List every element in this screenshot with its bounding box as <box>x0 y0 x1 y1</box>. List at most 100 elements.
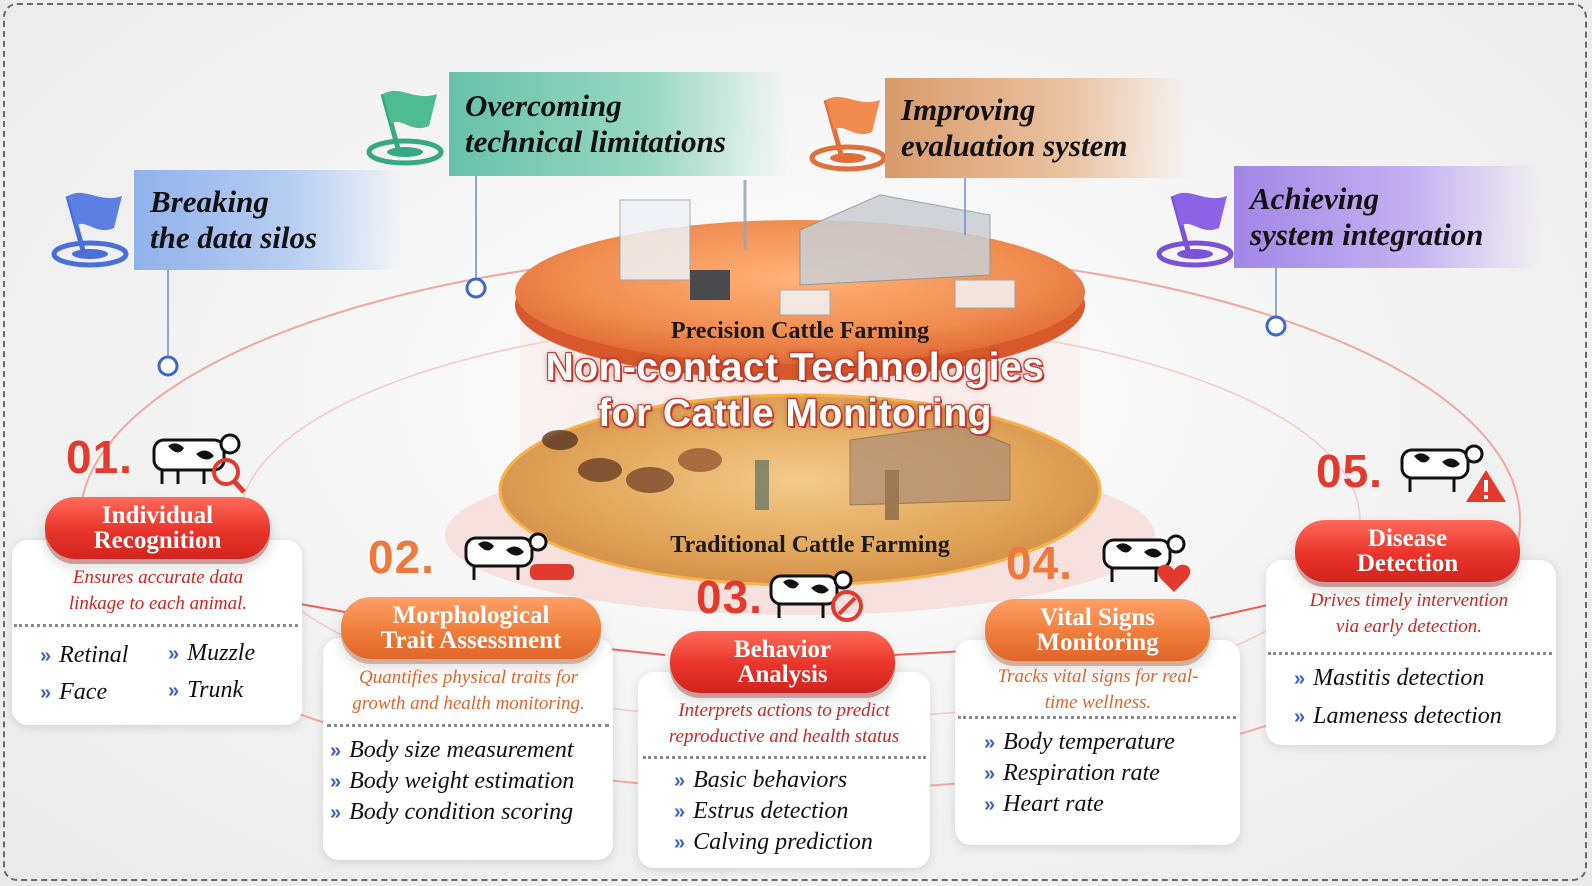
feature-item: »Mastitis detection <box>1294 665 1484 692</box>
category-number: 03. <box>696 571 763 623</box>
challenge-line: the data silos <box>150 220 318 255</box>
category-number: 05. <box>1316 445 1383 497</box>
traditional-farming-label: Traditional Cattle Farming <box>670 532 950 558</box>
challenge-line: Achieving <box>1250 181 1380 216</box>
description-line: reproductive and health status <box>668 726 900 747</box>
pill-line: Morphological <box>392 602 550 629</box>
card-link-4-5 <box>1209 604 1269 619</box>
feature-label: Body condition scoring <box>349 799 574 825</box>
center-title: Non-contact Technologies for Cattle Moni… <box>470 345 1120 437</box>
category-pill-vital-signs: Vital Signs Monitoring <box>985 599 1210 661</box>
precision-farm-buildings <box>619 180 1016 316</box>
challenge-line: evaluation system <box>901 128 1128 163</box>
feature-label: Body weight estimation <box>349 768 575 794</box>
challenge-banner-data-silos: Breaking the data silos <box>134 170 404 270</box>
category-number: 02. <box>368 531 435 583</box>
description-line: Interprets actions to predict <box>678 700 890 721</box>
category-card-vital-signs <box>955 640 1240 845</box>
feature-item: » Retinal <box>40 642 128 669</box>
connector-node-2 <box>465 277 487 299</box>
chevron-right-icon: » <box>330 740 342 762</box>
feature-item: » Heart rate <box>984 791 1104 818</box>
flag-icon-4 <box>1156 192 1234 268</box>
description-line: Ensures accurate data <box>72 567 244 588</box>
divider <box>327 724 609 727</box>
precision-farming-label: Precision Cattle Farming <box>670 318 930 344</box>
description-line: time wellness. <box>1044 692 1152 713</box>
challenge-banner-technical-limitations: Overcoming technical limitations <box>449 72 789 176</box>
chevron-right-icon: » <box>674 801 686 823</box>
category-number: 04. <box>1006 537 1073 589</box>
challenge-line: Breaking <box>150 184 269 219</box>
category-description: Quantifies physical traits for growth an… <box>326 665 611 717</box>
description-line: growth and health monitoring. <box>352 693 585 714</box>
chevron-right-icon: » <box>674 770 686 792</box>
pill-line: Vital Signs <box>1039 604 1156 631</box>
feature-item: » Body temperature <box>984 729 1175 756</box>
flag-icon-1 <box>51 192 129 268</box>
category-description: Tracks vital signs for real- time wellne… <box>958 664 1238 716</box>
category-description: Drives timely intervention via early det… <box>1268 588 1550 640</box>
feature-label: Muzzle <box>187 640 256 666</box>
feature-label: Estrus detection <box>693 798 849 824</box>
chevron-right-icon: » <box>330 771 342 793</box>
chevron-right-icon: » <box>674 832 686 854</box>
feature-item: » Body weight estimation <box>330 768 574 795</box>
challenge-line: technical limitations <box>465 124 726 159</box>
pill-line: Trait Assessment <box>380 627 562 654</box>
description-line: Drives timely intervention <box>1309 590 1509 611</box>
category-pill-morphological-trait: Morphological Trait Assessment <box>341 597 601 659</box>
feature-item: »Body size measurement <box>330 737 574 764</box>
category-card-individual-recognition <box>12 540 302 725</box>
feature-item: »Muzzle <box>168 640 255 667</box>
feature-label: Mastitis detection <box>1313 665 1485 691</box>
cattle-search-icon <box>152 433 246 494</box>
category-card-behavior-analysis <box>638 672 930 868</box>
cattle-tape-measure-icon <box>464 532 574 580</box>
feature-label: Face <box>59 679 108 705</box>
category-number: 01. <box>66 431 133 483</box>
category-pill-disease-detection: Disease Detection <box>1295 520 1520 582</box>
pill-line: Disease <box>1367 525 1448 552</box>
chevron-right-icon: » <box>40 645 52 667</box>
feature-label: Body temperature <box>1003 729 1175 755</box>
pill-line: Recognition <box>93 527 222 554</box>
feature-item: » Estrus detection <box>674 798 848 825</box>
flag-icon-2 <box>366 90 444 166</box>
feature-label: Retinal <box>59 642 129 668</box>
dashed-frame <box>3 3 1587 881</box>
cattle-target-icon <box>769 570 863 622</box>
chevron-right-icon: » <box>168 680 180 702</box>
feature-item: » Trunk <box>168 677 243 704</box>
chevron-right-icon: » <box>1294 706 1306 728</box>
challenge-line: Improving <box>901 92 1036 127</box>
pill-line: Detection <box>1356 550 1459 577</box>
challenge-line: Overcoming <box>465 88 622 123</box>
feature-label: Heart rate <box>1003 791 1104 817</box>
challenge-line: system integration <box>1250 217 1484 252</box>
flag-icon-3 <box>809 96 887 172</box>
chevron-right-icon: » <box>984 732 996 754</box>
feature-label: Trunk <box>187 677 244 703</box>
category-card-morphological-trait <box>323 638 613 860</box>
challenge-banner-system-integration: Achieving system integration <box>1234 166 1539 268</box>
pill-line: Behavior <box>733 636 832 663</box>
cattle-heart-icon <box>1102 534 1191 592</box>
feature-label: Respiration rate <box>1003 760 1160 786</box>
pill-line: Analysis <box>737 661 828 688</box>
pill-line: Individual <box>101 502 214 529</box>
feature-item: »Calving prediction <box>674 829 873 856</box>
feature-item: »Respiration rate <box>984 760 1160 787</box>
feature-label: Basic behaviors <box>693 767 848 793</box>
feature-item: » Basic behaviors <box>674 767 847 794</box>
connector-node-4 <box>1265 315 1287 337</box>
category-pill-individual-recognition: Individual Recognition <box>45 497 270 559</box>
category-pill-behavior-analysis: Behavior Analysis <box>670 631 895 693</box>
chevron-right-icon: » <box>40 682 52 704</box>
description-line: Quantifies physical traits for <box>358 667 579 688</box>
feature-item: » Face <box>40 679 107 706</box>
connector-node-1 <box>157 355 179 377</box>
chevron-right-icon: » <box>984 794 996 816</box>
